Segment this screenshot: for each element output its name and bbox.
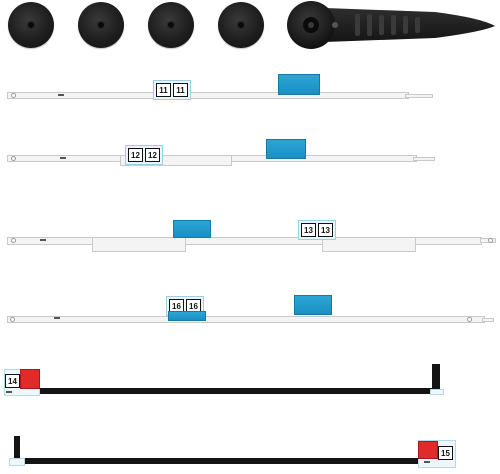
part-code-label	[54, 317, 60, 319]
adhesive-strip-11	[7, 92, 409, 99]
strip-end-tab	[482, 318, 494, 322]
strip-raised-section	[92, 237, 186, 252]
tag-pair-12: 12 12	[125, 145, 163, 165]
tag-pair-11: 11 11	[153, 80, 191, 100]
pull-tab-red	[418, 441, 438, 459]
suction-disc-3	[148, 2, 194, 48]
part-code-label	[6, 391, 12, 393]
strip-number-tag: 14	[5, 374, 20, 388]
liner-hole	[488, 238, 493, 243]
strip-number-tag: 11	[173, 83, 188, 97]
adhesive-pad	[294, 295, 332, 315]
strip-vertical-end	[14, 436, 20, 464]
disc-hub	[237, 21, 245, 29]
adhesive-pad	[168, 311, 206, 321]
liner-hole	[467, 317, 472, 322]
disc-hub	[27, 21, 35, 29]
adhesive-pad	[278, 74, 320, 95]
tag-pair-13: 13 13	[298, 220, 336, 240]
adhesive-strip-16	[7, 316, 485, 323]
part-code-label	[424, 461, 430, 463]
strip-end-tab	[413, 157, 435, 161]
disc-hub	[97, 21, 105, 29]
strip-number-tag: 13	[301, 223, 316, 237]
suction-disc-4	[218, 2, 264, 48]
strip-number-tag: 12	[128, 148, 143, 162]
liner-hole	[11, 238, 16, 243]
liner-hole	[10, 317, 15, 322]
strip-number-tag: 13	[318, 223, 333, 237]
strip-end-tab	[405, 94, 433, 98]
disc-hub	[167, 21, 175, 29]
adhesive-pad	[266, 139, 306, 159]
adhesive-strip-14	[14, 388, 440, 394]
suction-disc-2	[78, 2, 124, 48]
part-code-label	[40, 239, 46, 241]
adhesive-pad	[173, 220, 211, 238]
part-code-label	[60, 157, 66, 159]
strip-end-tab	[430, 389, 444, 395]
pull-tab-red	[20, 369, 40, 389]
strip-number-tag: 15	[438, 446, 453, 460]
adhesive-strip-15	[14, 458, 434, 464]
strip-vertical-end	[432, 364, 440, 394]
liner-hole	[11, 156, 16, 161]
strip-number-tag: 11	[156, 83, 171, 97]
suction-disc-1	[8, 2, 54, 48]
part-code-label	[58, 94, 64, 96]
strip-number-tag: 12	[145, 148, 160, 162]
strip-end-tab	[9, 458, 25, 466]
strip-raised-section	[322, 237, 416, 252]
liner-hole	[11, 93, 16, 98]
pizza-wheel-cutter-icon	[287, 1, 495, 49]
strip-raised-section	[120, 155, 232, 166]
